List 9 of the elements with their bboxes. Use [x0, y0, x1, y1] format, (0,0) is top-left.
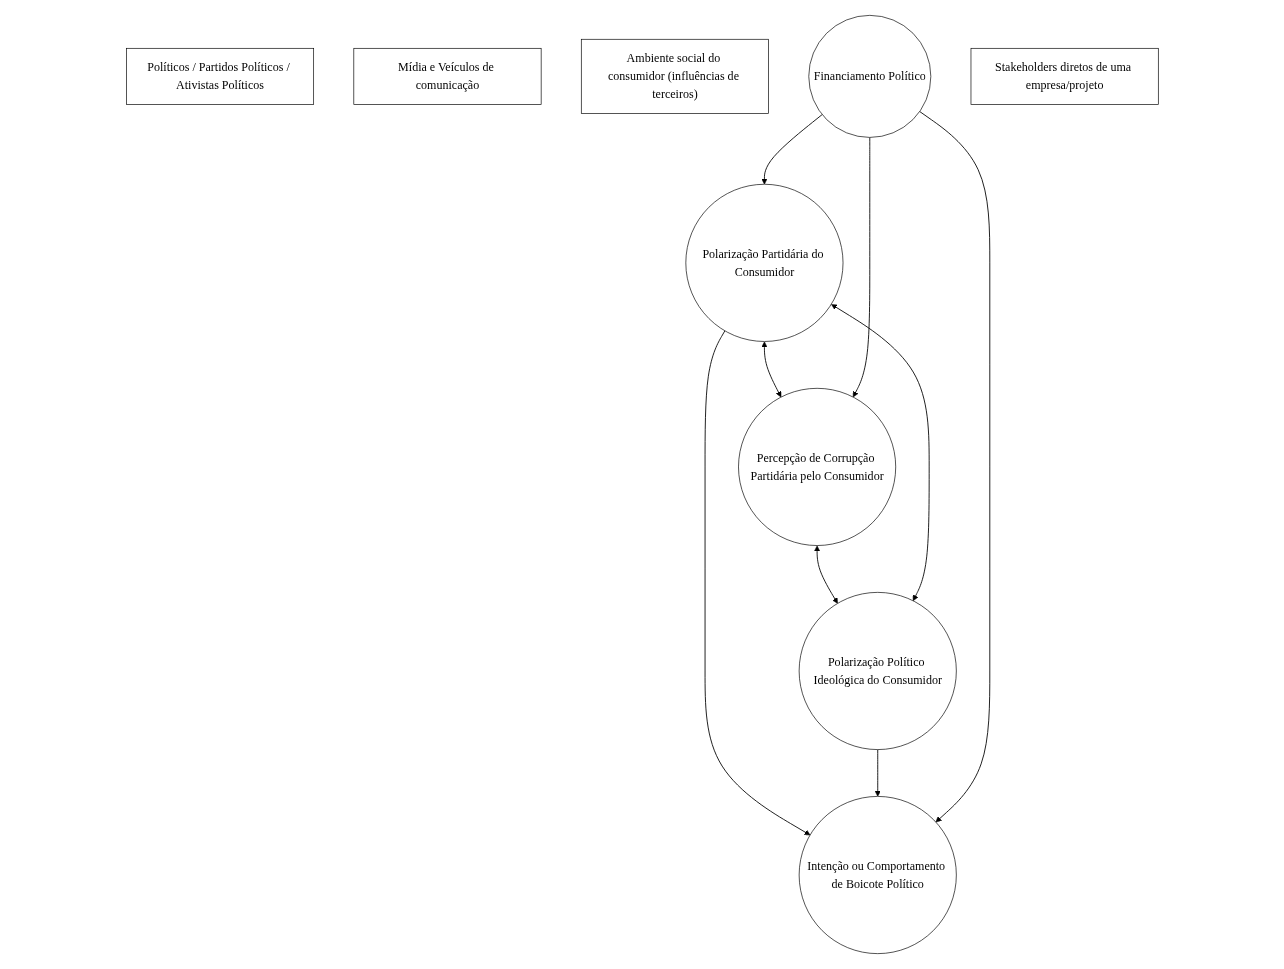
node-circle: Polarização Partidária do Consumidor: [685, 183, 844, 342]
node-box: Políticos / Partidos Políticos / Ativistas Políticos: [125, 47, 314, 105]
node-circle: Polarização Político Ideológica do Consumidor: [798, 592, 957, 750]
node-circle: Intenção ou Comportamento de Boicote Político: [798, 796, 957, 954]
node-box: Stakeholders diretos de uma empresa/projeto: [970, 47, 1159, 105]
node-circle: Financiamento Político: [808, 15, 931, 138]
node-box: Ambiente social do consumidor (influências de terceiros): [580, 38, 769, 114]
node-circle: Percepção de Corrupção Partidária pelo Consumidor: [737, 388, 896, 546]
node-box: Mídia e Veículos de comunicação: [353, 47, 542, 105]
